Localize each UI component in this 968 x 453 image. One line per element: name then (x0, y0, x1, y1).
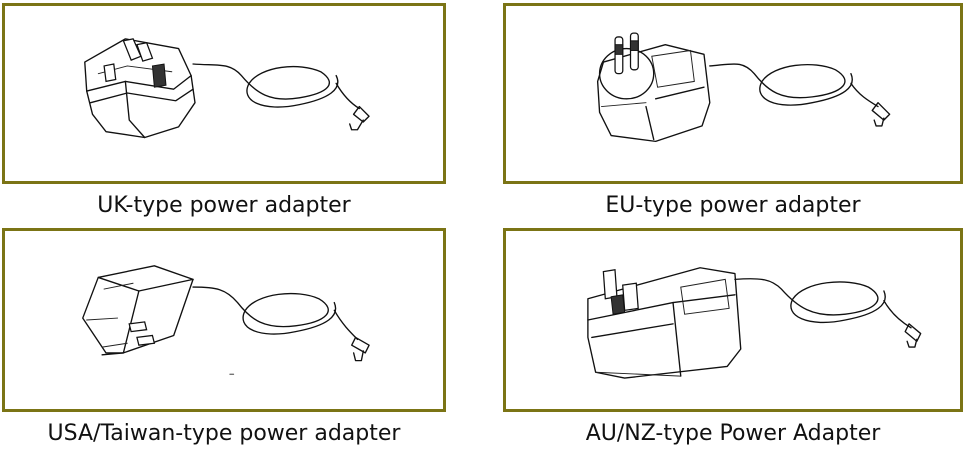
eu-power-adapter-icon (596, 32, 891, 143)
usa-taiwan-adapter-panel (2, 228, 446, 412)
uk-adapter-panel (2, 3, 446, 184)
eu-adapter-panel (503, 3, 963, 184)
eu-adapter-caption: EU-type power adapter (605, 193, 861, 218)
uk-power-adapter-icon (84, 38, 370, 139)
usa-taiwan-power-adapter-icon (82, 265, 370, 375)
uk-adapter-caption: UK-type power adapter (97, 193, 351, 218)
au-nz-power-adapter-icon (587, 267, 922, 379)
au-nz-adapter-caption: AU/NZ-type Power Adapter (585, 421, 881, 446)
usa-taiwan-adapter-caption: USA/Taiwan-type power adapter (47, 421, 401, 446)
au-nz-adapter-panel (503, 228, 963, 412)
